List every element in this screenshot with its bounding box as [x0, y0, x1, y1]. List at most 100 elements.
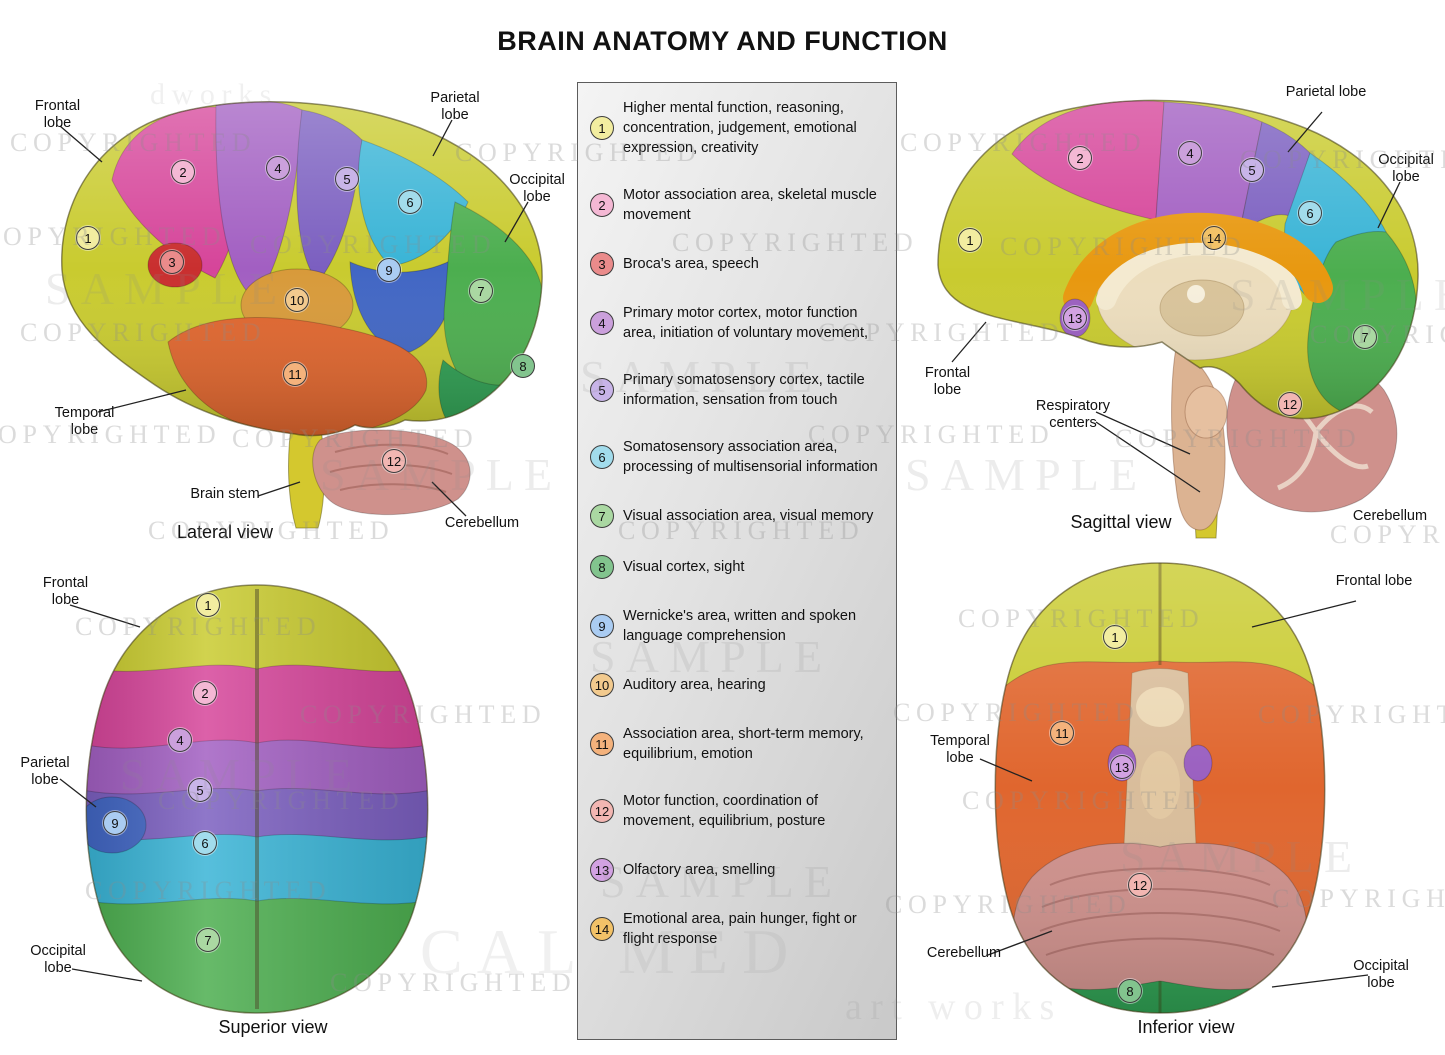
region-marker-11: 11	[283, 362, 307, 386]
leader-lines	[951, 111, 1401, 493]
anatomy-label: Cerebellum	[444, 515, 520, 531]
anatomy-label: Occipital lobe	[1378, 152, 1434, 186]
legend-item-text: Motor function, coordination of movement…	[623, 793, 826, 829]
anatomy-label: Respiratory centers	[1035, 398, 1111, 432]
legend-number-badge: 1	[590, 116, 614, 140]
region-marker-7: 7	[1353, 325, 1377, 349]
legend-item-text: Motor association area, skeletal muscle …	[623, 187, 877, 223]
legend-number-badge: 6	[590, 445, 614, 469]
brain-shading	[86, 585, 428, 1013]
legend-number-badge: 7	[590, 504, 614, 528]
legend-item-text: Association area, short-term memory, equ…	[623, 726, 864, 762]
legend-number-badge: 12	[590, 799, 614, 823]
legend-item-text: Auditory area, hearing	[623, 677, 766, 693]
region-marker-10: 10	[285, 288, 309, 312]
legend-number-badge: 14	[590, 917, 614, 941]
legend-number-badge: 8	[590, 555, 614, 579]
legend-item-2: 2 Motor association area, skeletal muscle…	[590, 185, 886, 225]
sagittal-view-caption: Sagittal view	[1070, 512, 1172, 532]
legend-item-text: Olfactory area, smelling	[623, 862, 776, 878]
anatomy-label: Frontal lobe	[34, 98, 81, 132]
legend-item-3: 3 Broca's area, speech	[590, 252, 886, 276]
legend-item-text: Emotional area, pain hunger, fight or fl…	[623, 911, 857, 947]
superior-brain-illustration	[59, 584, 429, 1014]
legend-item-1: 1 Higher mental function, reasoning, conc…	[590, 98, 886, 158]
region-marker-4: 4	[1178, 141, 1202, 165]
region-marker-2: 2	[171, 160, 195, 184]
region-marker-7: 7	[196, 928, 220, 952]
region-marker-2: 2	[193, 681, 217, 705]
lateral-view-caption: Lateral view	[176, 522, 274, 542]
inferior-view-caption: Inferior view	[1137, 1017, 1235, 1037]
region-marker-2: 2	[1068, 146, 1092, 170]
region-marker-6: 6	[1298, 201, 1322, 225]
region-marker-8: 8	[1118, 979, 1142, 1003]
region-marker-14: 14	[1202, 226, 1226, 250]
anatomy-label: Cerebellum	[1352, 508, 1428, 524]
region-marker-6: 6	[193, 831, 217, 855]
region-marker-12: 12	[1128, 873, 1152, 897]
region-marker-7: 7	[469, 279, 493, 303]
region-marker-9: 9	[103, 811, 127, 835]
legend-item-11: 11 Association area, short-term memory, e…	[590, 724, 886, 764]
legend-number-badge: 5	[590, 378, 614, 402]
legend-item-text: Somatosensory association area, processi…	[623, 439, 878, 475]
anatomy-label: Occipital lobe	[30, 943, 86, 977]
legend-number-badge: 2	[590, 193, 614, 217]
legend-item-8: 8 Visual cortex, sight	[590, 555, 886, 579]
anatomy-label: Temporal lobe	[54, 405, 115, 439]
region-marker-3: 3	[160, 250, 184, 274]
superior-view-caption: Superior view	[218, 1017, 328, 1037]
legend-item-12: 12 Motor function, coordination of moveme…	[590, 791, 886, 831]
anatomy-label: Occipital lobe	[509, 172, 565, 206]
anatomy-label: Frontal lobe	[924, 365, 971, 399]
anatomy-label: Brain stem	[190, 486, 260, 502]
region-marker-5: 5	[335, 167, 359, 191]
legend-item-6: 6 Somatosensory association area, process…	[590, 437, 886, 477]
legend-item-text: Wernicke's area, written and spoken lang…	[623, 608, 857, 644]
leader-lines	[979, 600, 1369, 988]
legend-number-badge: 13	[590, 858, 614, 882]
leader-lines	[59, 604, 143, 982]
inferior-brain-illustration	[979, 562, 1369, 1014]
region-marker-13: 13	[1110, 755, 1134, 779]
brain-outline	[937, 99, 1419, 420]
region-marker-1: 1	[76, 226, 100, 250]
page-title: BRAIN ANATOMY AND FUNCTION	[497, 26, 948, 56]
legend-item-text: Primary motor cortex, motor function are…	[623, 305, 869, 341]
leader-lines	[59, 119, 529, 517]
region-marker-12: 12	[1278, 392, 1302, 416]
legend-items: 1 Higher mental function, reasoning, conc…	[590, 98, 886, 949]
legend-item-text: Broca's area, speech	[623, 256, 759, 272]
brain-outline	[85, 584, 429, 1014]
legend-number-badge: 10	[590, 673, 614, 697]
legend-number-badge: 11	[590, 732, 614, 756]
brain-shading	[938, 100, 1419, 419]
region-marker-6: 6	[398, 190, 422, 214]
legend-panel: 1 Higher mental function, reasoning, conc…	[577, 82, 897, 1040]
anatomy-label: Occipital lobe	[1353, 958, 1409, 992]
region-marker-8: 8	[511, 354, 535, 378]
legend-item-10: 10 Auditory area, hearing	[590, 673, 886, 697]
pons-shape	[1184, 385, 1228, 439]
anatomy-label: Parietal lobe	[430, 90, 480, 124]
legend-item-13: 13 Olfactory area, smelling	[590, 858, 886, 882]
anatomy-label: Parietal lobe	[20, 755, 70, 789]
legend-item-text: Higher mental function, reasoning, conce…	[623, 100, 857, 156]
brain-outline	[61, 101, 543, 437]
brain-shading	[995, 563, 1325, 1013]
brain-stem-shape	[1171, 347, 1226, 531]
region-marker-1: 1	[196, 593, 220, 617]
region-marker-12: 12	[382, 449, 406, 473]
legend-item-text: Visual cortex, sight	[623, 559, 745, 575]
legend-number-badge: 3	[590, 252, 614, 276]
region-marker-5: 5	[1240, 158, 1264, 182]
region-marker-4: 4	[168, 728, 192, 752]
brain-outline	[994, 562, 1326, 1014]
anatomy-label: Cerebellum	[926, 945, 1002, 961]
sagittal-brain-illustration	[937, 99, 1419, 539]
